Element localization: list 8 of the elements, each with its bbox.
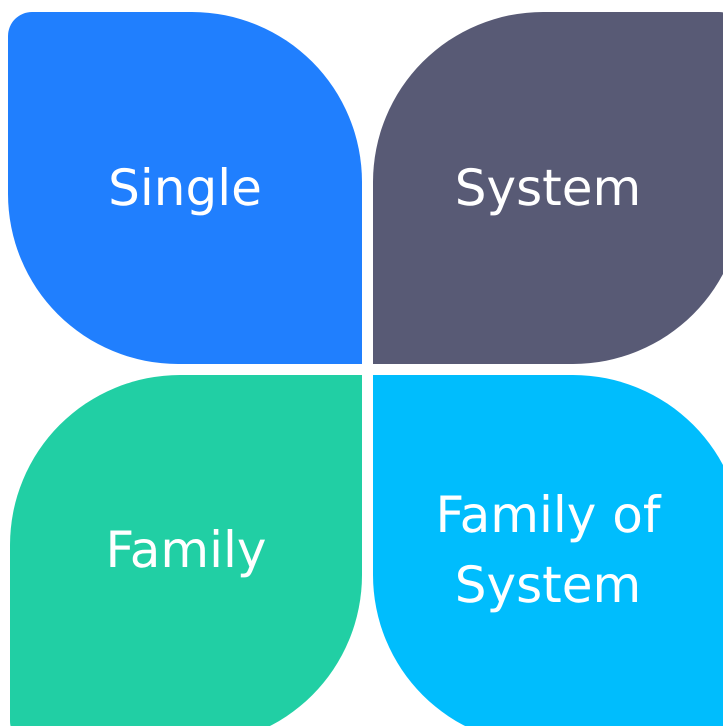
- node-label: System: [454, 158, 642, 219]
- leaf-shape: [8, 12, 362, 364]
- leaf-shape: [373, 375, 723, 726]
- leaf-shape: [10, 375, 362, 726]
- leaf-shape: [373, 12, 723, 364]
- node-label: Single: [108, 158, 262, 219]
- node-label: Family of System: [434, 485, 662, 616]
- node-label: Family: [106, 520, 266, 581]
